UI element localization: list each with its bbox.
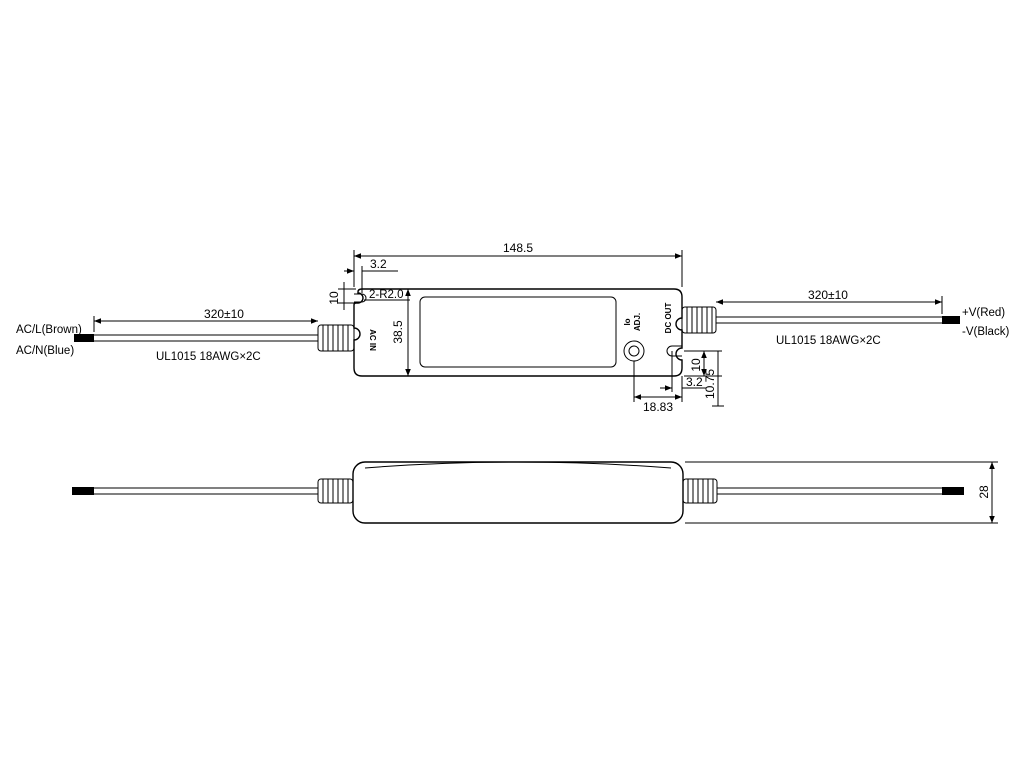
side-output-strain-relief xyxy=(682,478,718,504)
svg-text:10.75: 10.75 xyxy=(703,369,717,399)
output-cable-spec: UL1015 18AWG×2C xyxy=(776,335,881,347)
side-output-cable xyxy=(717,487,964,495)
dim-length: 148.5 xyxy=(353,241,683,287)
svg-text:28: 28 xyxy=(977,485,991,499)
wire-label-live: AC/L(Brown) xyxy=(16,324,82,336)
label-window xyxy=(419,296,617,368)
dim-width: 38.5 xyxy=(391,289,411,376)
dim-hole2-height: 10 xyxy=(684,350,722,377)
dim-hole-height: 10 xyxy=(327,282,356,310)
side-input-cable xyxy=(72,487,318,495)
io-label: Io xyxy=(623,318,632,325)
svg-text:10: 10 xyxy=(689,358,703,372)
mount-hole-right xyxy=(666,345,682,357)
wire-label-negative: -V(Black) xyxy=(962,326,1009,338)
input-wire-tip xyxy=(74,334,94,342)
side-input-strain-relief xyxy=(317,478,354,504)
mount-hole-left xyxy=(354,293,367,303)
dim-output-cable: 320±10 xyxy=(716,288,943,314)
io-adjust-pot-outer xyxy=(623,340,645,362)
ac-in-label: AC IN xyxy=(368,329,377,351)
adj-label: ADJ. xyxy=(633,313,642,331)
svg-text:38.5: 38.5 xyxy=(391,320,405,344)
top-view: AC IN DC OUT Io ADJ. xyxy=(16,241,1009,414)
svg-text:320±10: 320±10 xyxy=(808,288,848,302)
output-strain-relief xyxy=(681,306,717,334)
dim-adj-position: 18.83 xyxy=(633,361,683,414)
output-wire-tip xyxy=(942,316,960,324)
wire-label-positive: +V(Red) xyxy=(962,307,1005,319)
svg-text:10: 10 xyxy=(327,291,341,305)
dc-out-label: DC OUT xyxy=(664,303,673,334)
input-cable-spec: UL1015 18AWG×2C xyxy=(156,351,261,363)
side-housing xyxy=(352,461,684,524)
dim-hole2-offset: 3.2 xyxy=(660,351,706,392)
io-adjust-pot-inner xyxy=(628,345,640,357)
input-cable xyxy=(74,334,318,342)
side-housing-top-edge xyxy=(364,461,672,469)
svg-text:3.2: 3.2 xyxy=(370,257,387,271)
dim-height: 28 xyxy=(685,461,998,524)
dim-hole2-total: 10.75 xyxy=(703,351,724,407)
svg-text:148.5: 148.5 xyxy=(503,241,533,255)
svg-text:320±10: 320±10 xyxy=(204,307,244,321)
side-view: 28 xyxy=(72,461,998,524)
housing-outline xyxy=(353,288,683,377)
dim-input-cable: 320±10 xyxy=(93,307,318,332)
input-strain-relief xyxy=(317,324,355,352)
dim-hole-offset: 3.2 xyxy=(344,257,398,293)
svg-text:3.2: 3.2 xyxy=(686,375,703,389)
wire-label-neutral: AC/N(Blue) xyxy=(16,345,74,357)
output-cable xyxy=(716,316,960,324)
hole-note: 2-R2.0 xyxy=(364,289,410,301)
svg-text:18.83: 18.83 xyxy=(643,400,673,414)
svg-text:2-R2.0: 2-R2.0 xyxy=(369,289,404,301)
